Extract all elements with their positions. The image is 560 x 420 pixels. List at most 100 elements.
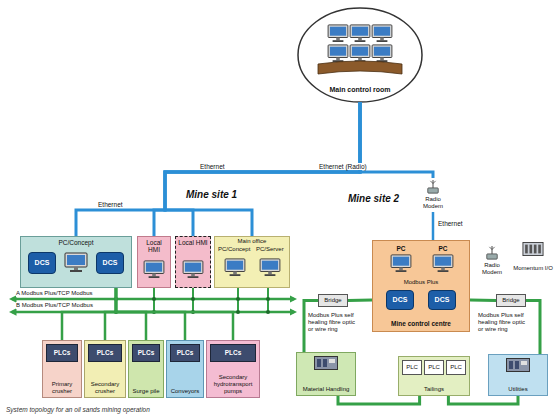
plc-box: PLC	[402, 360, 422, 375]
io-rack-icon	[523, 242, 543, 255]
control-room-outline	[298, 8, 422, 102]
node-text: Bridge	[502, 297, 519, 304]
node-text: Mine control centre	[391, 320, 451, 327]
area-box: Conveyors PLCs	[166, 340, 204, 398]
node-text: Main control room	[329, 86, 390, 94]
node-text: Tailings	[424, 386, 444, 393]
node-text: PLCs	[97, 349, 114, 356]
node-text: DCS	[393, 296, 408, 304]
bus-drop	[267, 288, 269, 312]
ring-note: Modbus Plus self healing fibre optic or …	[308, 312, 358, 333]
bus-label: Modbus Plus	[391, 279, 451, 286]
control-centre-box: Mine control centre PC PC DCS DCS	[372, 240, 470, 332]
monitor-icon	[350, 45, 370, 62]
plc-box: PLCs	[88, 344, 122, 362]
monitor-icon	[372, 25, 392, 42]
figure-caption: System topology for an oil sands mining …	[6, 406, 150, 413]
antenna-icon	[428, 180, 439, 193]
network-link	[448, 396, 518, 404]
monitor-icon	[391, 255, 411, 272]
bus-tap	[266, 310, 270, 314]
bus-drop	[237, 288, 239, 312]
plc-box: PLCs	[46, 344, 78, 362]
monitor-icon	[328, 45, 348, 62]
node-text: PLCs	[225, 349, 242, 356]
node-text: DCS	[103, 259, 118, 267]
monitor-icon	[144, 261, 164, 278]
network-link	[116, 288, 185, 340]
node-text: Conveyors	[171, 388, 200, 395]
plc-box: PLC	[424, 360, 444, 375]
area-box: Primary crusher PLCs	[42, 340, 82, 398]
node-text: Primary crusher	[45, 381, 79, 395]
link-label: Ethernet (Radio)	[318, 163, 368, 170]
monitor-icon	[225, 259, 245, 276]
bus-label: A Modbus Plus/TCP Modbus	[16, 290, 93, 297]
console-desk	[318, 61, 402, 74]
monitor-icon	[183, 261, 203, 278]
node-text: Momentum I/O	[513, 265, 553, 272]
bus-drop	[192, 288, 194, 312]
site-heading: Mine site 2	[348, 193, 399, 205]
dcs-box: DCS	[28, 252, 56, 274]
area-box: Surge pile PLCs	[128, 340, 164, 398]
monitor-icon	[350, 25, 370, 42]
node-text: Utilities	[508, 386, 527, 393]
dcs-box: DCS	[428, 290, 456, 310]
plc-icon	[507, 359, 530, 372]
bus-label: B Modbus Plus/TCP Modbus	[16, 302, 93, 309]
bus-tap	[191, 297, 195, 301]
node-text: Surge pile	[132, 388, 159, 395]
plc-box: PLCs	[210, 344, 256, 362]
bus-tap	[236, 297, 240, 301]
connector-group	[62, 102, 540, 404]
bus-tap	[236, 310, 240, 314]
dcs-box: DCS	[96, 252, 124, 274]
area-box: Secondary crusher PLCs	[84, 340, 126, 398]
network-link	[338, 396, 420, 404]
node-text: Secondary crusher	[87, 381, 123, 395]
node-text: DCS	[35, 259, 50, 267]
monitor-icon	[65, 253, 87, 272]
site-heading: Mine site 1	[186, 189, 237, 201]
node-text: PLC	[406, 364, 418, 371]
node-text: PC/Server	[256, 246, 284, 253]
area-box: Secondary hydrotransport pumps PLCs	[206, 340, 260, 398]
plc-icon	[315, 357, 338, 370]
antenna-icon	[487, 246, 498, 259]
network-link	[116, 288, 146, 340]
bus-tap	[152, 297, 156, 301]
node-text: PLC	[428, 364, 440, 371]
node-text: PC	[438, 245, 447, 252]
plc-box: PLCs	[170, 344, 200, 362]
ring-note: Modbus Plus self healing fibre optic or …	[478, 312, 532, 333]
bridge-box: Bridge	[318, 294, 348, 307]
node-text: PC/Concept	[58, 239, 93, 246]
node-text: Bridge	[324, 297, 341, 304]
node-text: PLCs	[177, 349, 194, 356]
network-link	[432, 212, 435, 240]
node-text: PLCs	[54, 349, 71, 356]
network-link	[116, 288, 233, 340]
monitor-icon	[433, 255, 453, 272]
control-room-illustration	[318, 25, 402, 74]
network-link	[105, 288, 116, 340]
node-text: PC/Concept	[218, 246, 250, 253]
node-text: DCS	[435, 296, 450, 304]
node-text: PLCs	[138, 349, 155, 356]
node-text: Secondary hydrotransport pumps	[209, 374, 257, 395]
node-text: PC	[396, 245, 405, 252]
network-label: Ethernet	[200, 163, 225, 170]
bus-tap	[266, 297, 270, 301]
network-link	[470, 298, 496, 302]
bus-drop	[153, 288, 155, 312]
plc-box: PLCs	[132, 344, 160, 362]
area-box: Tailings PLC PLC PLC	[398, 356, 470, 396]
link-label: Ethernet	[437, 220, 464, 227]
node-text: Material Handling	[303, 386, 350, 393]
plc-box: PLC	[446, 360, 466, 375]
network-label: Ethernet	[98, 201, 123, 208]
